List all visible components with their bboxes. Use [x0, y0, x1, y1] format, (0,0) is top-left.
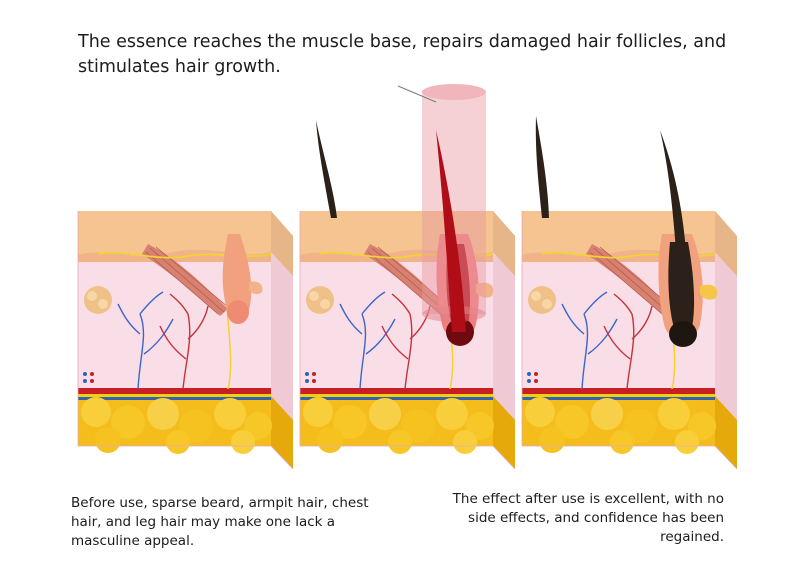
- skin-block-after: [521, 210, 738, 470]
- hair-strand-thick-left: [535, 116, 549, 218]
- skin-block-before: [77, 210, 294, 470]
- hair-strand-thick-right: [660, 130, 686, 250]
- headline: The essence reaches the muscle base, rep…: [78, 32, 727, 77]
- caption-before: Before use, sparse beard, armpit hair, c…: [71, 495, 369, 549]
- caption-after: The effect after use is excellent, with …: [452, 491, 724, 545]
- hair-strand-growing: [436, 130, 466, 332]
- hair-strand-sparse: [316, 120, 337, 218]
